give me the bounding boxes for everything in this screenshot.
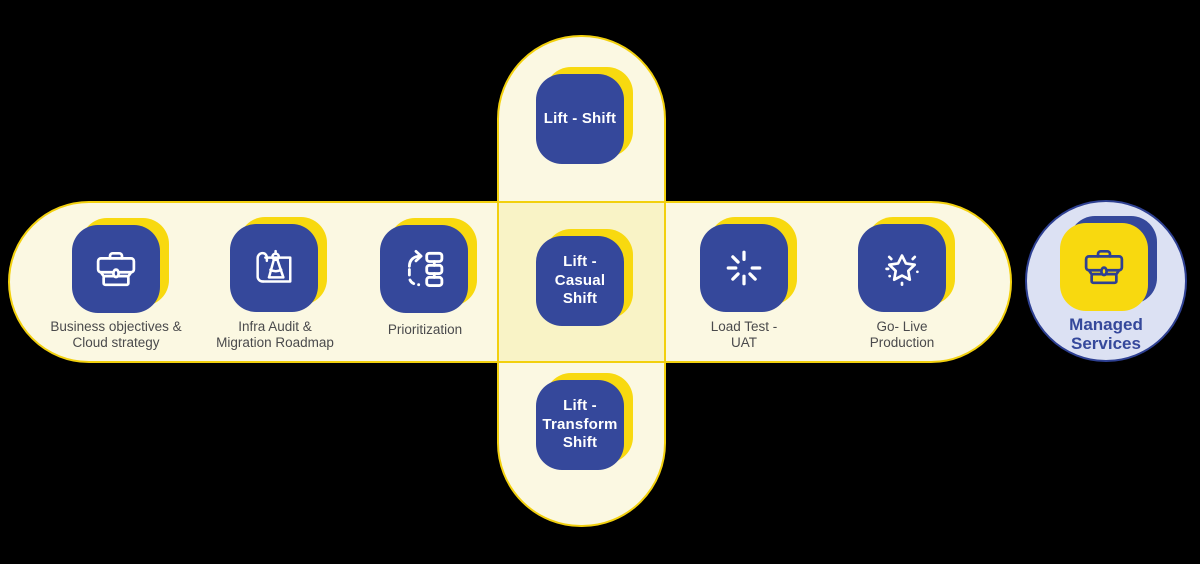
step-label-load-test-uat: Load Test - UAT	[649, 319, 839, 351]
label-line: Services	[1071, 334, 1141, 353]
blueprint-compass-icon	[256, 249, 292, 283]
label-line: Go- Live	[876, 319, 928, 334]
tile-face	[700, 224, 788, 312]
step-label-prioritization: Prioritization	[330, 322, 520, 338]
tile-face	[72, 225, 160, 313]
tile-text-line: Lift - Casual	[554, 253, 606, 289]
label-line: Migration Roadmap	[216, 335, 334, 350]
workflow-arrow-icon	[407, 249, 444, 287]
briefcase-icon	[96, 251, 136, 287]
label-line: UAT	[731, 335, 757, 350]
tile-face	[380, 225, 468, 313]
managed-services-label: Managed Services	[1027, 315, 1185, 353]
tile-face	[1060, 223, 1148, 311]
label-line: Cloud strategy	[72, 335, 160, 350]
tile-face: Lift - Casual Shift	[536, 236, 624, 326]
tile-lift-casual-shift: Lift - Casual Shift	[536, 229, 633, 326]
tile-text-line: Lift -	[563, 397, 597, 415]
step-prioritization	[380, 218, 477, 313]
step-load-test-uat	[700, 217, 797, 312]
tile-face: Lift - Transform Shift	[536, 380, 624, 470]
label-line: Infra Audit &	[238, 319, 312, 334]
tile-face	[858, 224, 946, 312]
step-infra-audit	[230, 217, 327, 312]
tile-face	[230, 224, 318, 312]
tile-text-line: Lift - Shift	[543, 109, 617, 127]
managed-services-circle: Managed Services	[1025, 200, 1187, 362]
step-label-go-live-production: Go- Live Production	[807, 319, 997, 351]
label-line: Load Test -	[710, 319, 778, 334]
tile-lift-transform-shift: Lift - Transform Shift	[536, 373, 633, 470]
step-label-business-objectives: Business objectives & Cloud strategy	[21, 319, 211, 351]
label-line: Business objectives &	[50, 319, 182, 334]
step-business-objectives	[72, 218, 169, 313]
tile-lift-shift: Lift - Shift	[536, 67, 633, 164]
label-line: Production	[869, 335, 935, 350]
label-line: Managed	[1069, 315, 1143, 334]
step-label-infra-audit: Infra Audit & Migration Roadmap	[180, 319, 370, 351]
star-icon	[885, 254, 919, 287]
label-line: Prioritization	[387, 322, 463, 337]
briefcase-icon	[1084, 249, 1124, 285]
tile-face: Lift - Shift	[536, 74, 624, 164]
tile-text-line: Transform	[542, 415, 618, 433]
step-go-live-production	[858, 217, 955, 312]
managed-services-tile	[1060, 216, 1157, 311]
tile-text-line: Shift	[562, 290, 598, 308]
tile-text-line: Shift	[562, 434, 598, 452]
loader-icon	[726, 250, 762, 286]
